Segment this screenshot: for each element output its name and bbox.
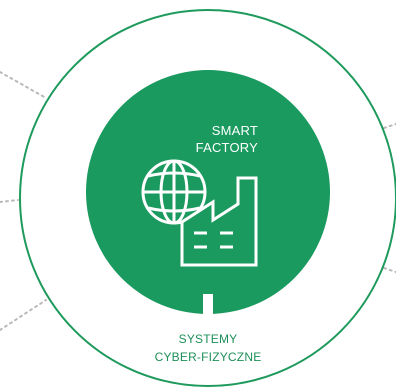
factory-windows <box>194 231 233 249</box>
connector-line-top-right <box>383 123 396 129</box>
center-label-line1: SMART <box>212 123 258 138</box>
connector-stem <box>203 294 213 318</box>
factory-icon <box>180 176 258 267</box>
connector-line-top-left <box>0 71 47 99</box>
connector-line-left <box>0 199 19 203</box>
smart-factory-circle <box>86 70 330 314</box>
globe-icon <box>141 159 207 225</box>
bottom-label-line2: CYBER-FIZYCZNE <box>155 350 262 364</box>
connector-lines <box>0 71 396 331</box>
bottom-label-line1: SYSTEMY <box>179 332 238 346</box>
connector-line-bottom-right <box>383 267 396 273</box>
center-label-line2: FACTORY <box>196 140 258 155</box>
connector-line-bottom-left <box>0 299 47 331</box>
